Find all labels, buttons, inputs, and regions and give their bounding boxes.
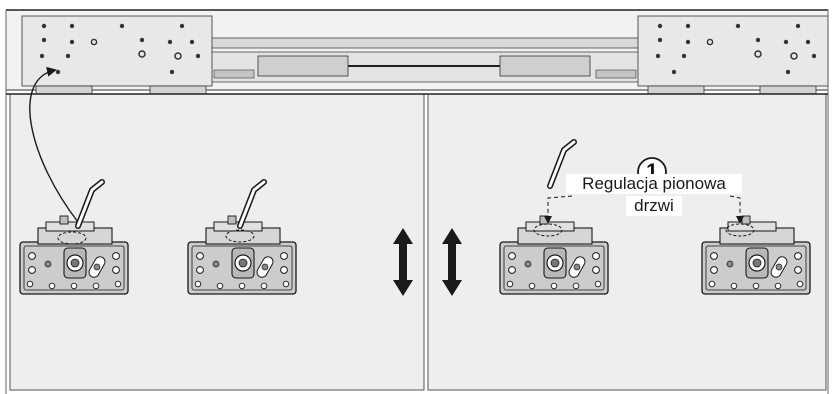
adjustment-label-line1: Regulacja pionowa	[566, 174, 742, 194]
step-number: 1	[646, 160, 658, 183]
adjustment-label-line2: drzwi	[626, 196, 682, 216]
